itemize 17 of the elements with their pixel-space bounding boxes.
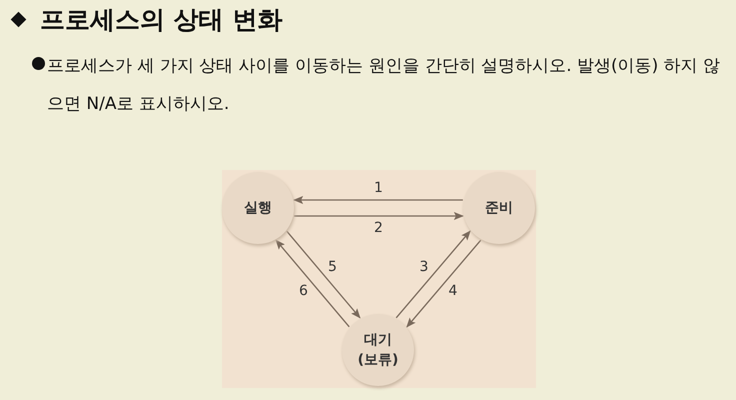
- arrow: [286, 230, 361, 318]
- title: 프로세스의 상태 변화: [40, 4, 282, 36]
- edge-label: 1: [374, 180, 383, 196]
- state-label: 준비: [484, 199, 514, 218]
- arrow: [396, 230, 471, 318]
- arrow: [293, 196, 463, 204]
- instruction-text: 프로세스가 세 가지 상태 사이를 이동하는 원인을 간단히 설명하시오. 발생(이동) 하지 않으면 N/A로 표시하시오.: [47, 55, 722, 116]
- arrow: [406, 240, 482, 328]
- edge-label: 3: [420, 258, 428, 275]
- arrow: [294, 212, 464, 220]
- state-label: 실행: [243, 199, 273, 218]
- edge-label: 6: [298, 283, 308, 300]
- state-label: 대기 (보류): [356, 331, 400, 370]
- edge-label: 5: [328, 258, 337, 275]
- arrow: [275, 240, 350, 328]
- edge-label: 2: [374, 220, 383, 236]
- edge-label: 4: [448, 283, 458, 300]
